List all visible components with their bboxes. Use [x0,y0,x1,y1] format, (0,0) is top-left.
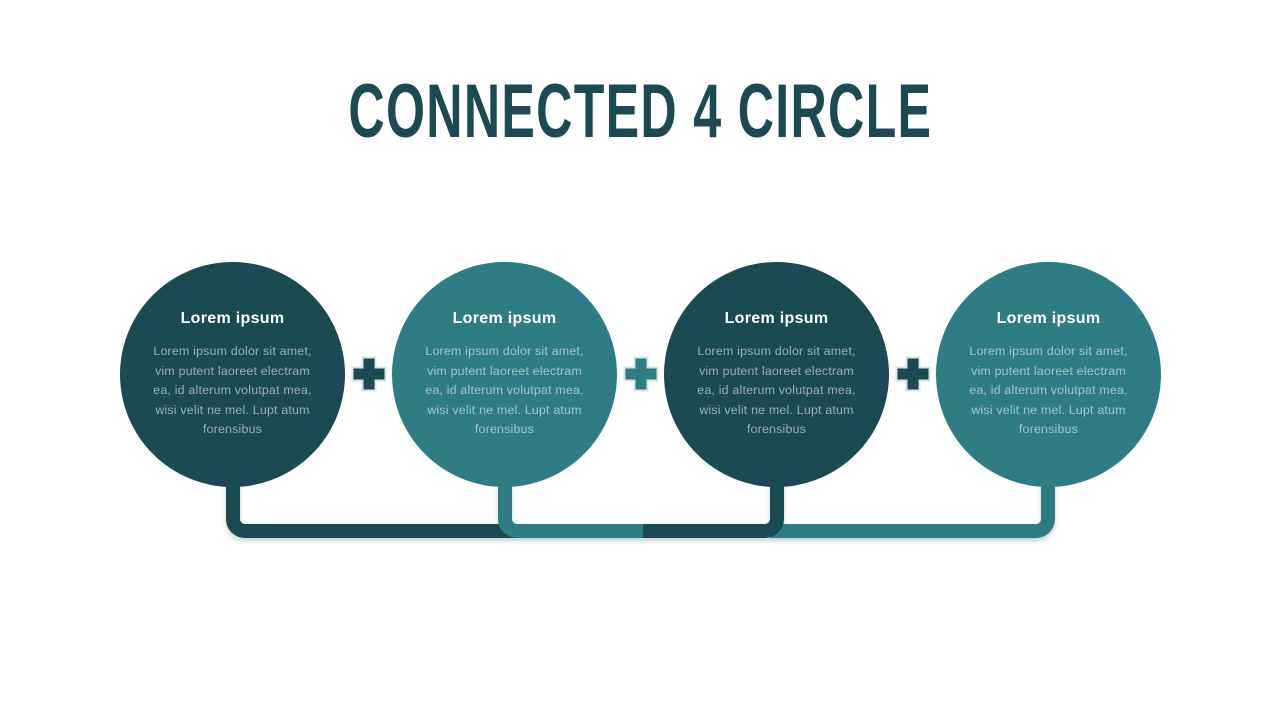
body-line: forensibus [202,422,263,436]
slide-title: CONNECTED 4 CIRCLE [348,69,932,154]
plus-icon-shape [623,356,659,392]
plus-icon-shape [895,356,931,392]
body-line: forensibus [746,422,807,436]
circle-1-body: Lorem ipsum dolor sit amet, vim putent l… [153,342,312,440]
body-line: wisi velit ne mel. Lupt atum [971,402,1126,417]
body-line: forensibus [1018,422,1079,436]
body-line: ea, id alterum volutpat mea, [425,383,584,397]
plus-icon-shape [351,356,387,392]
plus-icon [351,356,387,392]
plus-icon [623,356,659,392]
body-line: wisi velit ne mel. Lupt atum [699,402,854,417]
circle-card-2: Lorem ipsum Lorem ipsum dolor sit amet, … [392,262,617,487]
body-line: wisi velit ne mel. Lupt atum [427,402,582,417]
circle-4-heading: Lorem ipsum [996,310,1101,327]
body-line: ea, id alterum volutpat mea, [969,383,1128,397]
body-line: Lorem ipsum dolor sit amet, [425,344,584,358]
body-line: vim putent laoreet electram [427,363,582,378]
body-line: vim putent laoreet electram [699,363,854,378]
circle-3-body: Lorem ipsum dolor sit amet, vim putent l… [697,342,856,440]
circle-2-body: Lorem ipsum dolor sit amet, vim putent l… [425,342,584,440]
circle-4-body: Lorem ipsum dolor sit amet, vim putent l… [969,342,1128,440]
connector-line-circle4-left [770,478,1055,538]
circle-card-4: Lorem ipsum Lorem ipsum dolor sit amet, … [936,262,1161,487]
plus-icon [895,356,931,392]
body-line: Lorem ipsum dolor sit amet, [697,344,856,358]
circle-2-heading: Lorem ipsum [452,310,557,327]
body-line: ea, id alterum volutpat mea, [697,383,856,397]
body-line: vim putent laoreet electram [971,363,1126,378]
body-line: wisi velit ne mel. Lupt atum [155,402,310,417]
body-line: vim putent laoreet electram [155,363,310,378]
body-line: forensibus [474,422,535,436]
title-container: CONNECTED 4 CIRCLE [0,74,1280,150]
body-line: ea, id alterum volutpat mea, [153,383,312,397]
circle-3-heading: Lorem ipsum [724,310,829,327]
circle-card-3: Lorem ipsum Lorem ipsum dolor sit amet, … [664,262,889,487]
connector-line-circle1-right [226,478,519,538]
connector-line-circle2-right [498,478,643,538]
circle-card-1: Lorem ipsum Lorem ipsum dolor sit amet, … [120,262,345,487]
connector-line-circle3-left [643,478,784,538]
body-line: Lorem ipsum dolor sit amet, [969,344,1128,358]
circle-1-heading: Lorem ipsum [180,310,285,327]
body-line: Lorem ipsum dolor sit amet, [153,344,312,358]
